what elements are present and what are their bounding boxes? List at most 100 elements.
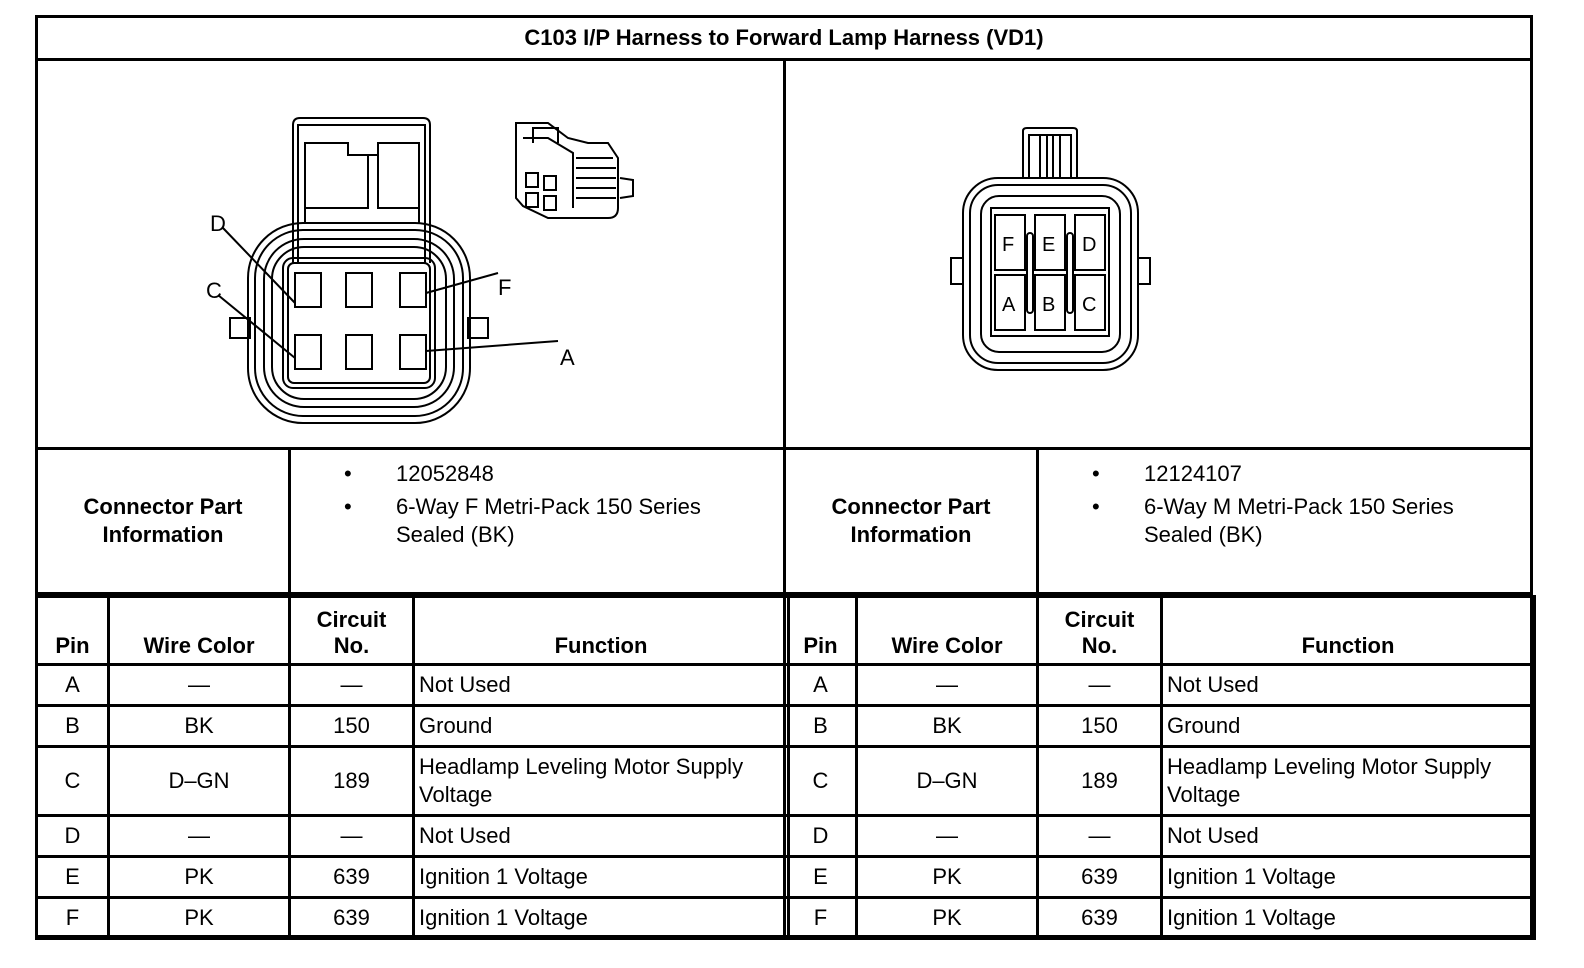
circuit-cell: 639	[288, 855, 415, 899]
left-info-label-line1: Connector Part	[83, 494, 243, 519]
pin-cell: F	[35, 896, 110, 940]
pin-cell: E	[783, 855, 858, 899]
left-description: 6-Way F Metri-Pack 150 Series Sealed (BK…	[344, 493, 774, 549]
function-cell: Headlamp Leveling Motor Supply Voltage	[1160, 745, 1536, 817]
wire-color-cell: D–GN	[855, 745, 1039, 817]
wire-color-cell: —	[107, 663, 291, 707]
right-connector-info-label: Connector Part Information	[786, 450, 1036, 592]
function-cell: Ignition 1 Voltage	[412, 896, 790, 940]
diagram-divider	[38, 447, 1530, 450]
function-cell: Ground	[1160, 704, 1536, 748]
function-cell: Ground	[412, 704, 790, 748]
left-header-pin: Pin	[35, 595, 110, 666]
circuit-cell: —	[288, 814, 415, 858]
right-part-number: 12124107	[1092, 460, 1522, 488]
page-title: C103 I/P Harness to Forward Lamp Harness…	[38, 18, 1530, 61]
function-cell: Ignition 1 Voltage	[1160, 855, 1536, 899]
table-row: F PK 639 Ignition 1 Voltage	[35, 896, 790, 940]
right-info-label-line1: Connector Part	[831, 494, 991, 519]
table-row: B BK 150 Ground	[35, 704, 790, 748]
wire-color-cell: —	[855, 814, 1039, 858]
function-cell: Headlamp Leveling Motor Supply Voltage	[412, 745, 790, 817]
table-row: D — — Not Used	[783, 814, 1536, 858]
left-connector-info-label: Connector Part Information	[38, 450, 288, 592]
left-pin-label-c: C	[206, 278, 222, 303]
pin-cell: E	[35, 855, 110, 899]
left-table-header-row: Pin Wire Color Circuit No. Function	[35, 595, 790, 666]
right-connector-info-list: 12124107 6-Way M Metri-Pack 150 Series S…	[1092, 460, 1522, 554]
table-row: D — — Not Used	[35, 814, 790, 858]
right-pin-label-a: A	[1002, 294, 1016, 316]
pin-cell: D	[35, 814, 110, 858]
circuit-cell: —	[1036, 814, 1163, 858]
left-header-function: Function	[412, 595, 790, 666]
wire-color-cell: BK	[855, 704, 1039, 748]
table-row: F PK 639 Ignition 1 Voltage	[783, 896, 1536, 940]
right-info-divider	[1036, 447, 1039, 595]
right-pin-label-f: F	[1002, 234, 1014, 256]
circuit-cell: 639	[1036, 855, 1163, 899]
circuit-cell: 189	[1036, 745, 1163, 817]
wire-color-cell: —	[855, 663, 1039, 707]
right-pinout-table: Pin Wire Color Circuit No. Function A — …	[783, 595, 1536, 940]
pin-cell: B	[783, 704, 858, 748]
circuit-cell: 639	[288, 896, 415, 940]
wire-color-cell: PK	[855, 896, 1039, 940]
pin-cell: C	[35, 745, 110, 817]
function-cell: Not Used	[412, 814, 790, 858]
circuit-cell: —	[1036, 663, 1163, 707]
left-part-number: 12052848	[344, 460, 774, 488]
function-cell: Not Used	[412, 663, 790, 707]
left-pin-label-d: D	[210, 211, 226, 236]
left-pinout-table: Pin Wire Color Circuit No. Function A — …	[35, 595, 790, 940]
circuit-cell: 189	[288, 745, 415, 817]
function-cell: Not Used	[1160, 663, 1536, 707]
right-pin-label-e: E	[1042, 234, 1055, 256]
circuit-cell: —	[288, 663, 415, 707]
wire-color-cell: D–GN	[107, 745, 291, 817]
wire-color-cell: PK	[107, 896, 291, 940]
table-row: C D–GN 189 Headlamp Leveling Motor Suppl…	[35, 745, 790, 817]
pin-cell: A	[35, 663, 110, 707]
pin-cell: C	[783, 745, 858, 817]
center-divider	[783, 59, 786, 595]
left-header-wire-color: Wire Color	[107, 595, 291, 666]
circuit-cell: 150	[1036, 704, 1163, 748]
pin-cell: A	[783, 663, 858, 707]
circuit-cell: 150	[288, 704, 415, 748]
table-row: C D–GN 189 Headlamp Leveling Motor Suppl…	[783, 745, 1536, 817]
pin-cell: B	[35, 704, 110, 748]
right-info-label-line2: Information	[850, 522, 972, 547]
left-info-divider	[288, 447, 291, 595]
right-table-header-row: Pin Wire Color Circuit No. Function	[783, 595, 1536, 666]
pin-cell: F	[783, 896, 858, 940]
table-row: A — — Not Used	[35, 663, 790, 707]
left-pin-label-a: A	[560, 345, 575, 370]
male-connector-diagram: F E D A B C	[950, 127, 1151, 371]
table-row: E PK 639 Ignition 1 Voltage	[783, 855, 1536, 899]
info-divider	[38, 592, 1530, 595]
right-pin-label-d: D	[1082, 234, 1096, 256]
left-info-label-line2: Information	[102, 522, 224, 547]
left-header-circuit: Circuit No.	[288, 595, 415, 666]
function-cell: Ignition 1 Voltage	[1160, 896, 1536, 940]
right-description: 6-Way M Metri-Pack 150 Series Sealed (BK…	[1092, 493, 1522, 549]
table-row: A — — Not Used	[783, 663, 1536, 707]
wire-color-cell: PK	[107, 855, 291, 899]
table-row: E PK 639 Ignition 1 Voltage	[35, 855, 790, 899]
right-pin-label-c: C	[1082, 294, 1096, 316]
connector-document: C103 I/P Harness to Forward Lamp Harness…	[35, 15, 1536, 940]
female-connector-diagram: D C F A	[206, 117, 634, 424]
function-cell: Not Used	[1160, 814, 1536, 858]
table-row: B BK 150 Ground	[783, 704, 1536, 748]
wire-color-cell: —	[107, 814, 291, 858]
circuit-cell: 639	[1036, 896, 1163, 940]
left-pin-label-f: F	[498, 275, 511, 300]
right-header-wire-color: Wire Color	[855, 595, 1039, 666]
left-connector-info-list: 12052848 6-Way F Metri-Pack 150 Series S…	[344, 460, 774, 554]
right-header-function: Function	[1160, 595, 1536, 666]
wire-color-cell: PK	[855, 855, 1039, 899]
right-header-circuit: Circuit No.	[1036, 595, 1163, 666]
right-pin-label-b: B	[1042, 294, 1055, 316]
pin-cell: D	[783, 814, 858, 858]
